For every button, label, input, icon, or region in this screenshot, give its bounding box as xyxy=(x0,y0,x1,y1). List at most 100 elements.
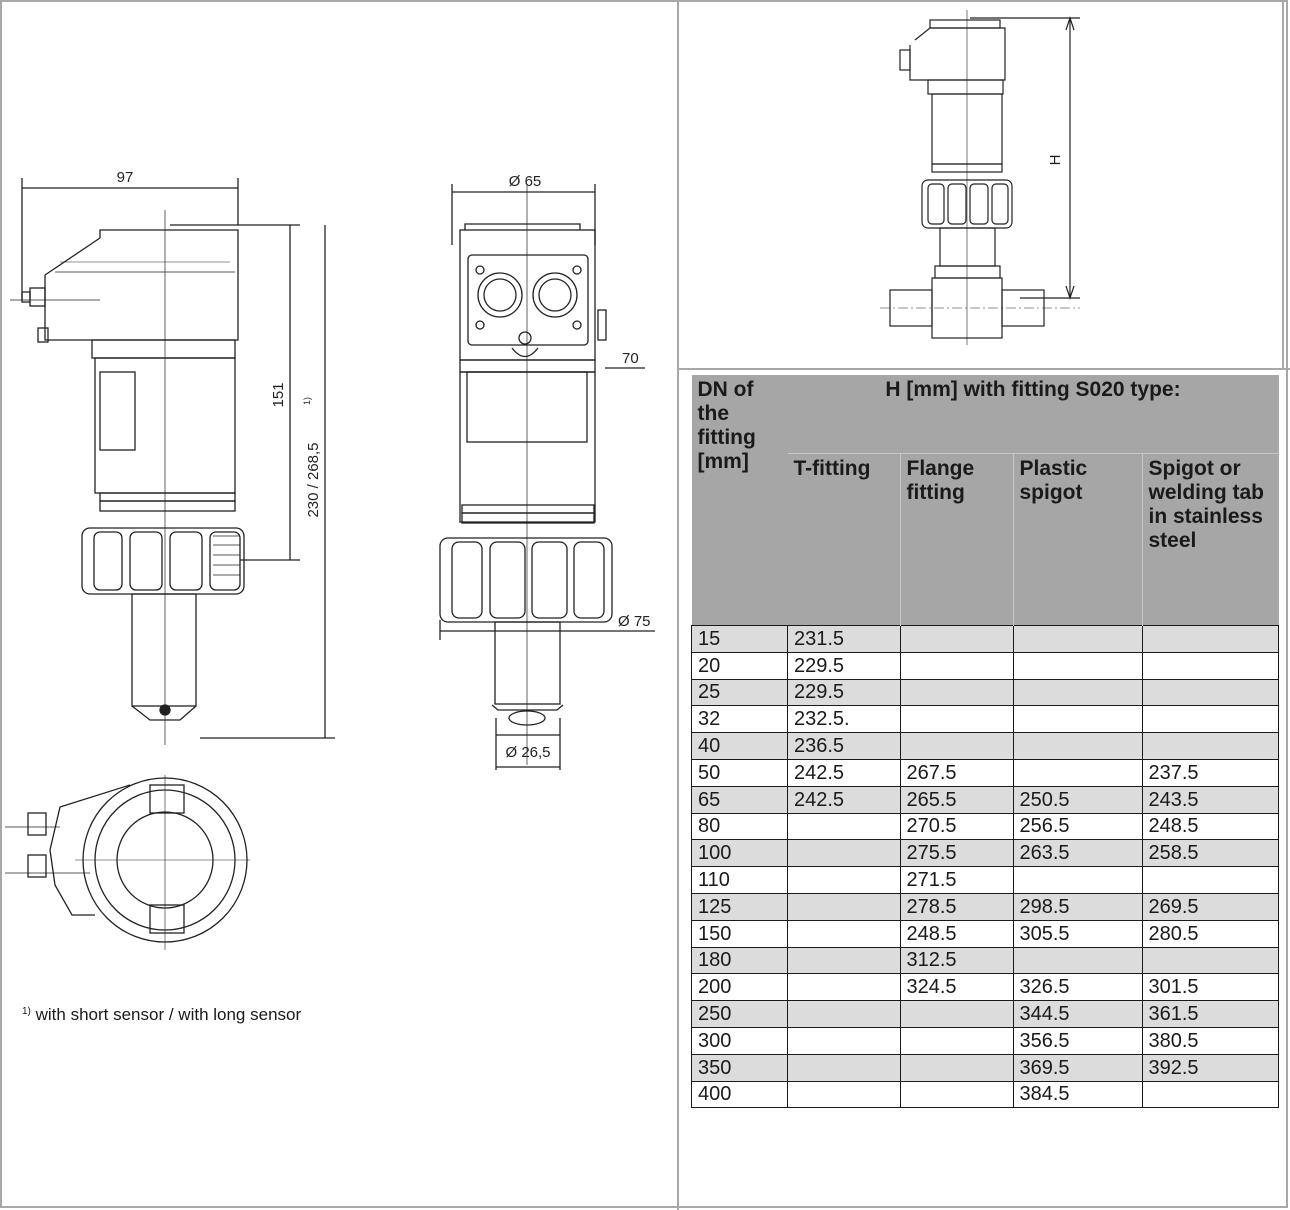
dim-nut-diameter: Ø 75 xyxy=(618,613,651,630)
fitting-height-table: DN of the fitting [mm] H [mm] with fitti… xyxy=(691,375,1279,1109)
table-cell: 256.5 xyxy=(1012,812,1143,841)
table-cell: 350 xyxy=(691,1053,788,1082)
table-cell: 180 xyxy=(691,946,788,975)
table-cell xyxy=(1012,866,1143,894)
fitting-view-drawing: H xyxy=(880,10,1080,345)
table-cell: 250 xyxy=(691,1000,788,1028)
footnote-mark: 1) xyxy=(22,1006,31,1017)
table-cell xyxy=(787,812,901,841)
table-cell xyxy=(899,732,1014,760)
header-spigot-steel: Spigot or welding tab in stainless steel xyxy=(1141,453,1279,626)
table-cell xyxy=(899,1026,1014,1055)
header-group: H [mm] with fitting S020 type: xyxy=(787,375,1279,454)
table-cell: 369.5 xyxy=(1012,1053,1143,1082)
footnote: 1) with short sensor / with long sensor xyxy=(22,1005,301,1025)
table-cell xyxy=(787,1053,901,1082)
table-cell: 324.5 xyxy=(899,973,1014,1002)
table-cell: 298.5 xyxy=(1012,892,1143,921)
table-cell: 15 xyxy=(691,625,788,653)
top-view-drawing xyxy=(5,775,250,950)
header-dn: DN of the fitting [mm] xyxy=(691,375,788,626)
footnote-text: with short sensor / with long sensor xyxy=(30,1005,302,1024)
table-cell: 20 xyxy=(691,651,788,680)
dim-offset: 70 xyxy=(622,350,639,367)
table-cell: 312.5 xyxy=(899,946,1014,975)
table-cell xyxy=(787,946,901,975)
table-cell xyxy=(1141,678,1279,707)
table-cell xyxy=(787,1080,901,1109)
table-cell: 275.5 xyxy=(899,839,1014,868)
table-cell: 40 xyxy=(691,732,788,760)
table-cell xyxy=(787,919,901,948)
table-cell: 263.5 xyxy=(1012,839,1143,868)
table-cell xyxy=(899,705,1014,734)
header-plastic-spigot: Plastic spigot xyxy=(1012,453,1142,626)
table-cell: 267.5 xyxy=(899,758,1014,787)
right-border xyxy=(1282,0,1284,370)
dim-total: 230 / 268,5 xyxy=(305,442,322,517)
table-cell xyxy=(787,866,901,894)
table-cell: 344.5 xyxy=(1012,1000,1143,1028)
table-cell: 232.5. xyxy=(787,705,901,734)
header-flange-fitting: Flange fitting xyxy=(899,453,1013,626)
table-cell: 400 xyxy=(691,1080,788,1109)
table-row: 180 312.5 xyxy=(691,946,1279,975)
table-cell: 361.5 xyxy=(1141,1000,1279,1028)
table-cell xyxy=(1141,866,1279,894)
table-cell: 270.5 xyxy=(899,812,1014,841)
table-cell: 300 xyxy=(691,1026,788,1055)
table-cell xyxy=(899,678,1014,707)
table-cell xyxy=(899,1053,1014,1082)
table-cell xyxy=(1141,651,1279,680)
table-cell: 258.5 xyxy=(1141,839,1279,868)
table-cell: 229.5 xyxy=(787,678,901,707)
table-cell xyxy=(1012,625,1143,653)
table-cell: 278.5 xyxy=(899,892,1014,921)
table-cell: 392.5 xyxy=(1141,1053,1279,1082)
row-divider xyxy=(679,368,1290,370)
table-cell xyxy=(1141,705,1279,734)
table-cell: 248.5 xyxy=(1141,812,1279,841)
table-cell xyxy=(1012,758,1143,787)
table-cell: 356.5 xyxy=(1012,1026,1143,1055)
table-cell xyxy=(899,1000,1014,1028)
table-row: 400 384.5 xyxy=(691,1080,1279,1109)
table-cell: 243.5 xyxy=(1141,785,1279,814)
table-cell: 25 xyxy=(691,678,788,707)
table-cell: 231.5 xyxy=(787,625,901,653)
table-cell xyxy=(1012,732,1143,760)
table-cell: 125 xyxy=(691,892,788,921)
table-cell xyxy=(899,651,1014,680)
column-divider xyxy=(677,0,679,1210)
table-cell xyxy=(1141,1080,1279,1109)
table-cell: 301.5 xyxy=(1141,973,1279,1002)
table-cell xyxy=(1012,705,1143,734)
table-cell: 100 xyxy=(691,839,788,868)
table-cell xyxy=(787,892,901,921)
table-cell xyxy=(1141,625,1279,653)
header-t-fitting: T-fitting xyxy=(787,453,900,626)
front-view-drawing: Ø 65 70 Ø 75 Ø 26,5 xyxy=(439,173,655,770)
table-cell: 384.5 xyxy=(1012,1080,1143,1109)
table-cell xyxy=(787,1026,901,1055)
table-cell: 248.5 xyxy=(899,919,1014,948)
table-cell: 242.5 xyxy=(787,785,901,814)
table-cell: 236.5 xyxy=(787,732,901,760)
side-view-drawing: 97 151 230 / 268,5 1) xyxy=(10,169,335,745)
table-cell: 229.5 xyxy=(787,651,901,680)
dim-total-footnote: 1) xyxy=(302,397,312,405)
table-cell: 269.5 xyxy=(1141,892,1279,921)
table-cell: 32 xyxy=(691,705,788,734)
table-cell: 265.5 xyxy=(899,785,1014,814)
